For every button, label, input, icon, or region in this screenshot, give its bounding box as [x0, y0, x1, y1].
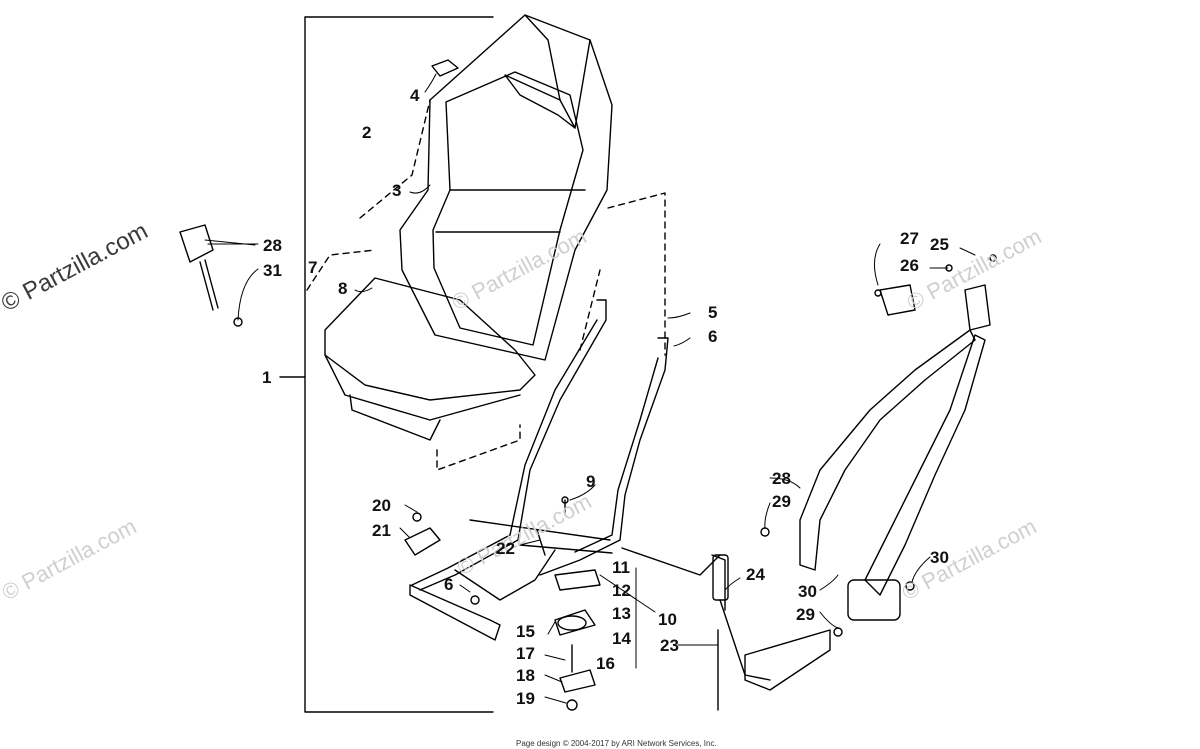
callout-6: 6 — [444, 575, 454, 594]
callout-31: 31 — [263, 261, 282, 280]
callout-1: 1 — [262, 368, 272, 387]
callout-28: 28 — [263, 236, 282, 255]
callout-29: 29 — [796, 605, 815, 624]
callout-5: 5 — [708, 303, 718, 322]
callout-3: 3 — [392, 181, 402, 200]
callout-6: 6 — [708, 327, 718, 346]
callout-17: 17 — [516, 644, 535, 663]
callout-2: 2 — [362, 123, 372, 142]
assembly-bracket — [279, 16, 494, 713]
callout-11: 11 — [612, 558, 630, 577]
callout-30: 30 — [930, 548, 949, 567]
seat-frame — [409, 299, 669, 641]
seat-belt — [760, 254, 997, 637]
callout-26: 26 — [900, 256, 919, 275]
placement-lines — [306, 99, 666, 471]
callout-16: 16 — [596, 654, 615, 673]
callout-22: 22 — [496, 539, 515, 558]
callout-21: 21 — [372, 521, 391, 540]
callout-25: 25 — [930, 235, 949, 254]
footer-credit: Page design © 2004-2017 by ARI Network S… — [516, 739, 717, 748]
callout-24: 24 — [746, 565, 765, 584]
logo-pad — [431, 59, 459, 77]
callout-20: 20 — [372, 496, 391, 515]
seat-back — [399, 14, 613, 361]
callout-10: 10 — [658, 610, 677, 629]
leader-lines — [204, 73, 976, 704]
callout-4: 4 — [410, 86, 420, 105]
callout-18: 18 — [516, 666, 535, 685]
left-buckle — [179, 224, 243, 327]
callout-28: 28 — [772, 469, 791, 488]
center-hardware — [404, 496, 601, 711]
callout-15: 15 — [516, 622, 535, 641]
callout-7: 7 — [308, 258, 318, 277]
callout-13: 13 — [612, 604, 631, 623]
callout-23: 23 — [660, 636, 679, 655]
callout-8: 8 — [338, 279, 348, 298]
callout-12: 12 — [612, 581, 631, 600]
callout-30: 30 — [798, 582, 817, 601]
callout-27: 27 — [900, 229, 919, 248]
belt-bracket — [621, 547, 831, 711]
callout-19: 19 — [516, 689, 535, 708]
callout-29: 29 — [772, 492, 791, 511]
seat-cushion — [324, 277, 536, 441]
callout-14: 14 — [612, 629, 631, 648]
callout-9: 9 — [586, 472, 596, 491]
